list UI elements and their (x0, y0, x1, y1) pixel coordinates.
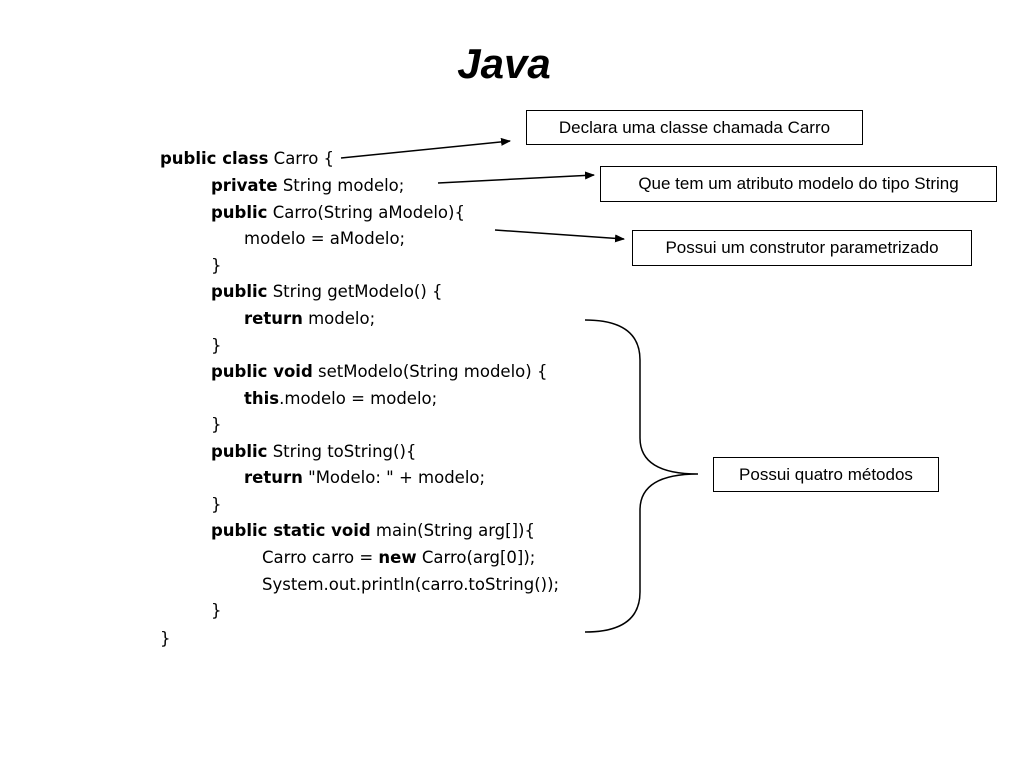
code-line-close-brace: } (211, 414, 222, 436)
arrow-to-constructor-callout (494, 229, 625, 243)
code-line-close-brace: } (211, 600, 222, 622)
code-line-close-brace: } (211, 255, 222, 277)
code-line-tostring-body: return "Modelo: " + modelo; (244, 467, 485, 489)
code-keyword: public void (211, 362, 313, 381)
code-text: } (160, 629, 171, 648)
slide-title: Java (457, 40, 551, 87)
code-line-getter: public String getModelo() { (211, 281, 443, 303)
code-text: setModelo(String modelo) { (312, 362, 548, 381)
code-line-tostring: public String toString(){ (211, 441, 416, 463)
code-keyword: return (244, 309, 303, 328)
code-text: } (211, 495, 222, 514)
code-text: Carro(arg[0]); (416, 548, 536, 567)
code-text: System.out.println(carro.toString()); (262, 575, 560, 594)
code-line-getter-body: return modelo; (244, 308, 375, 330)
code-line-constructor: public Carro(String aModelo){ (211, 202, 465, 224)
code-text: } (211, 415, 222, 434)
code-keyword: public (211, 442, 268, 461)
code-text: String toString(){ (267, 442, 417, 461)
callout-constructor: Possui um construtor parametrizado (632, 230, 972, 266)
code-line-setter: public void setModelo(String modelo) { (211, 361, 547, 383)
code-line-class-declaration: public class Carro { (160, 148, 334, 170)
arrow-to-attribute-callout (437, 171, 595, 184)
code-text: Carro(String aModelo){ (267, 203, 465, 222)
code-text: Carro carro = (262, 548, 379, 567)
code-keyword: private (211, 176, 278, 195)
code-line-main-print: System.out.println(carro.toString()); (262, 574, 559, 596)
code-keyword: public (211, 203, 268, 222)
code-keyword: public class (160, 149, 269, 168)
code-line-class-close-brace: } (160, 628, 171, 650)
code-line-main: public static void main(String arg[]){ (211, 520, 535, 542)
code-text: String getModelo() { (267, 282, 443, 301)
code-line-setter-body: this.modelo = modelo; (244, 388, 437, 410)
code-keyword: public static void (211, 521, 371, 540)
code-text: String modelo; (277, 176, 405, 195)
arrow-to-class-callout (340, 137, 511, 159)
code-text: "Modelo: " + modelo; (302, 468, 486, 487)
code-text: main(String arg[]){ (370, 521, 535, 540)
code-text: } (211, 601, 222, 620)
code-keyword: public (211, 282, 268, 301)
code-text: Carro { (268, 149, 335, 168)
code-keyword: new (378, 548, 417, 567)
callout-attribute: Que tem um atributo modelo do tipo Strin… (600, 166, 997, 202)
code-text: modelo; (302, 309, 376, 328)
code-line-main-instantiation: Carro carro = new Carro(arg[0]); (262, 547, 535, 569)
code-text: modelo = aModelo; (244, 229, 406, 248)
code-line-constructor-body: modelo = aModelo; (244, 228, 405, 250)
code-line-close-brace: } (211, 494, 222, 516)
code-line-field: private String modelo; (211, 175, 404, 197)
code-keyword: this (244, 389, 280, 408)
code-text: } (211, 336, 222, 355)
code-line-close-brace: } (211, 335, 222, 357)
code-keyword: return (244, 468, 303, 487)
callout-methods: Possui quatro métodos (713, 457, 939, 492)
methods-brace (584, 319, 699, 633)
callout-class-declaration: Declara uma classe chamada Carro (526, 110, 863, 145)
code-text: .modelo = modelo; (279, 389, 438, 408)
code-text: } (211, 256, 222, 275)
